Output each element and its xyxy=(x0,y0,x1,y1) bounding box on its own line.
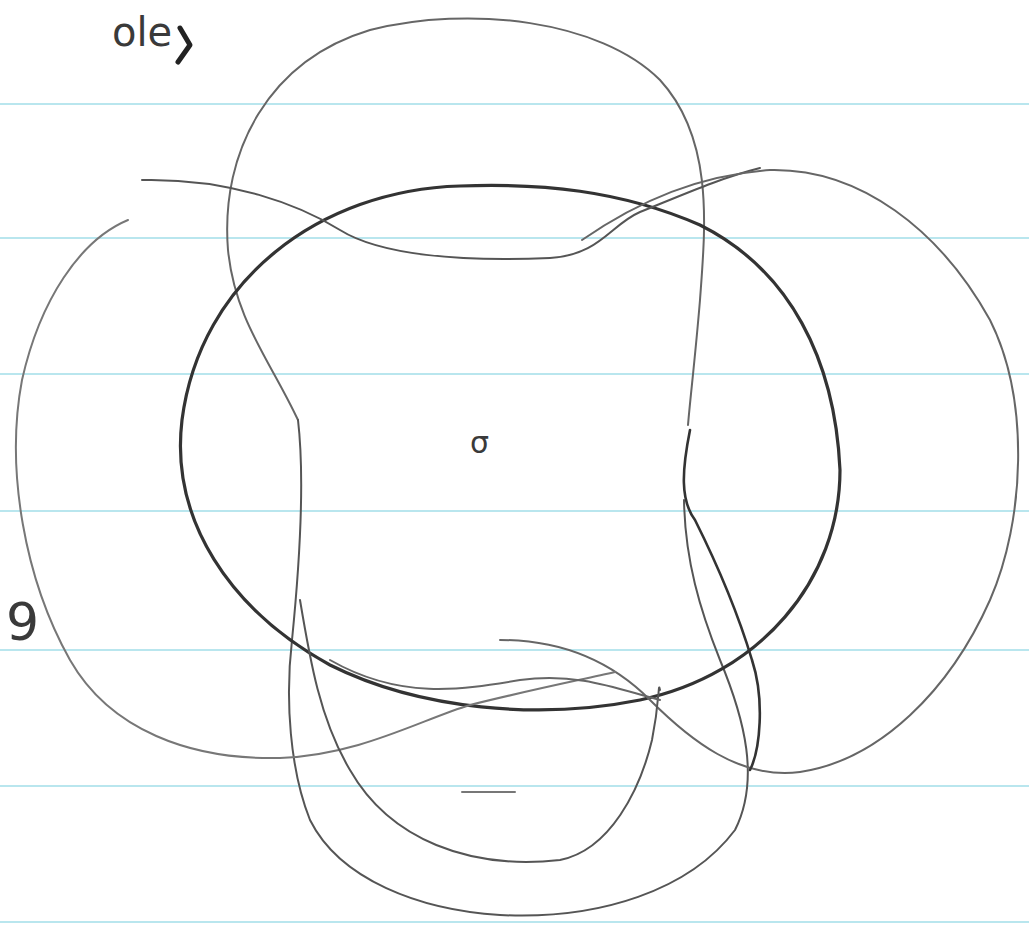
strand xyxy=(684,430,760,770)
inner-loop xyxy=(300,600,660,862)
strand xyxy=(142,168,760,259)
handwritten-label: σ xyxy=(470,428,489,458)
bottom-loop xyxy=(289,420,748,916)
strand xyxy=(330,660,660,700)
top-loop xyxy=(227,18,704,425)
right-loop xyxy=(500,170,1018,773)
handwritten-label: 9 xyxy=(6,596,39,648)
arrow-mark xyxy=(178,28,190,62)
dash-mark xyxy=(462,791,515,793)
ruled-lines xyxy=(0,104,1029,922)
main-loop xyxy=(180,185,840,709)
handwritten-label: ole xyxy=(112,12,172,52)
